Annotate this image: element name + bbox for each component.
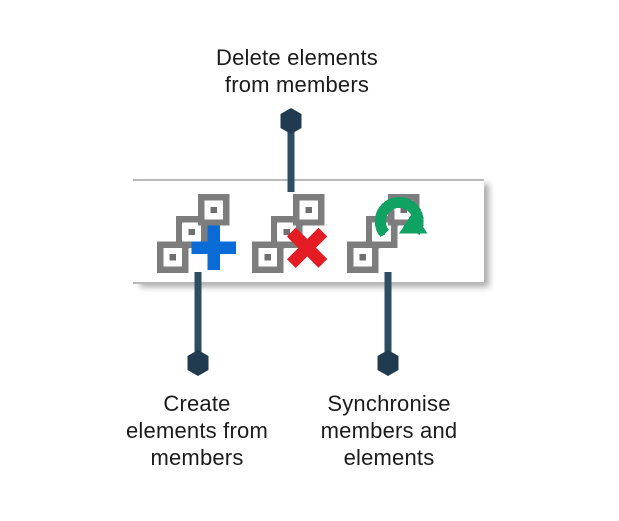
pin-line [287, 121, 295, 192]
create-annotation-label: Create elements from members [126, 391, 268, 470]
delete-callout-pin [280, 108, 302, 192]
hexagon-pin-icon [187, 350, 209, 376]
toolbar [133, 179, 484, 284]
hexagon-pin-icon [280, 108, 302, 134]
delete-annotation-label: Delete elements from members [216, 45, 378, 97]
sync-callout-pin [377, 272, 399, 376]
member-curve-cross-icon [252, 191, 334, 273]
member-curve-plus-icon [157, 191, 236, 273]
pin-line [194, 272, 202, 358]
hexagon-pin-icon [377, 350, 399, 376]
delete-elements-from-members-button[interactable] [252, 191, 334, 273]
pin-line [384, 272, 392, 358]
create-elements-from-members-button[interactable] [157, 191, 239, 273]
member-curve-sync-icon [347, 191, 428, 273]
create-callout-pin [187, 272, 209, 376]
synchronise-members-and-elements-button[interactable] [347, 191, 429, 273]
sync-annotation-label: Synchronise members and elements [320, 391, 458, 470]
